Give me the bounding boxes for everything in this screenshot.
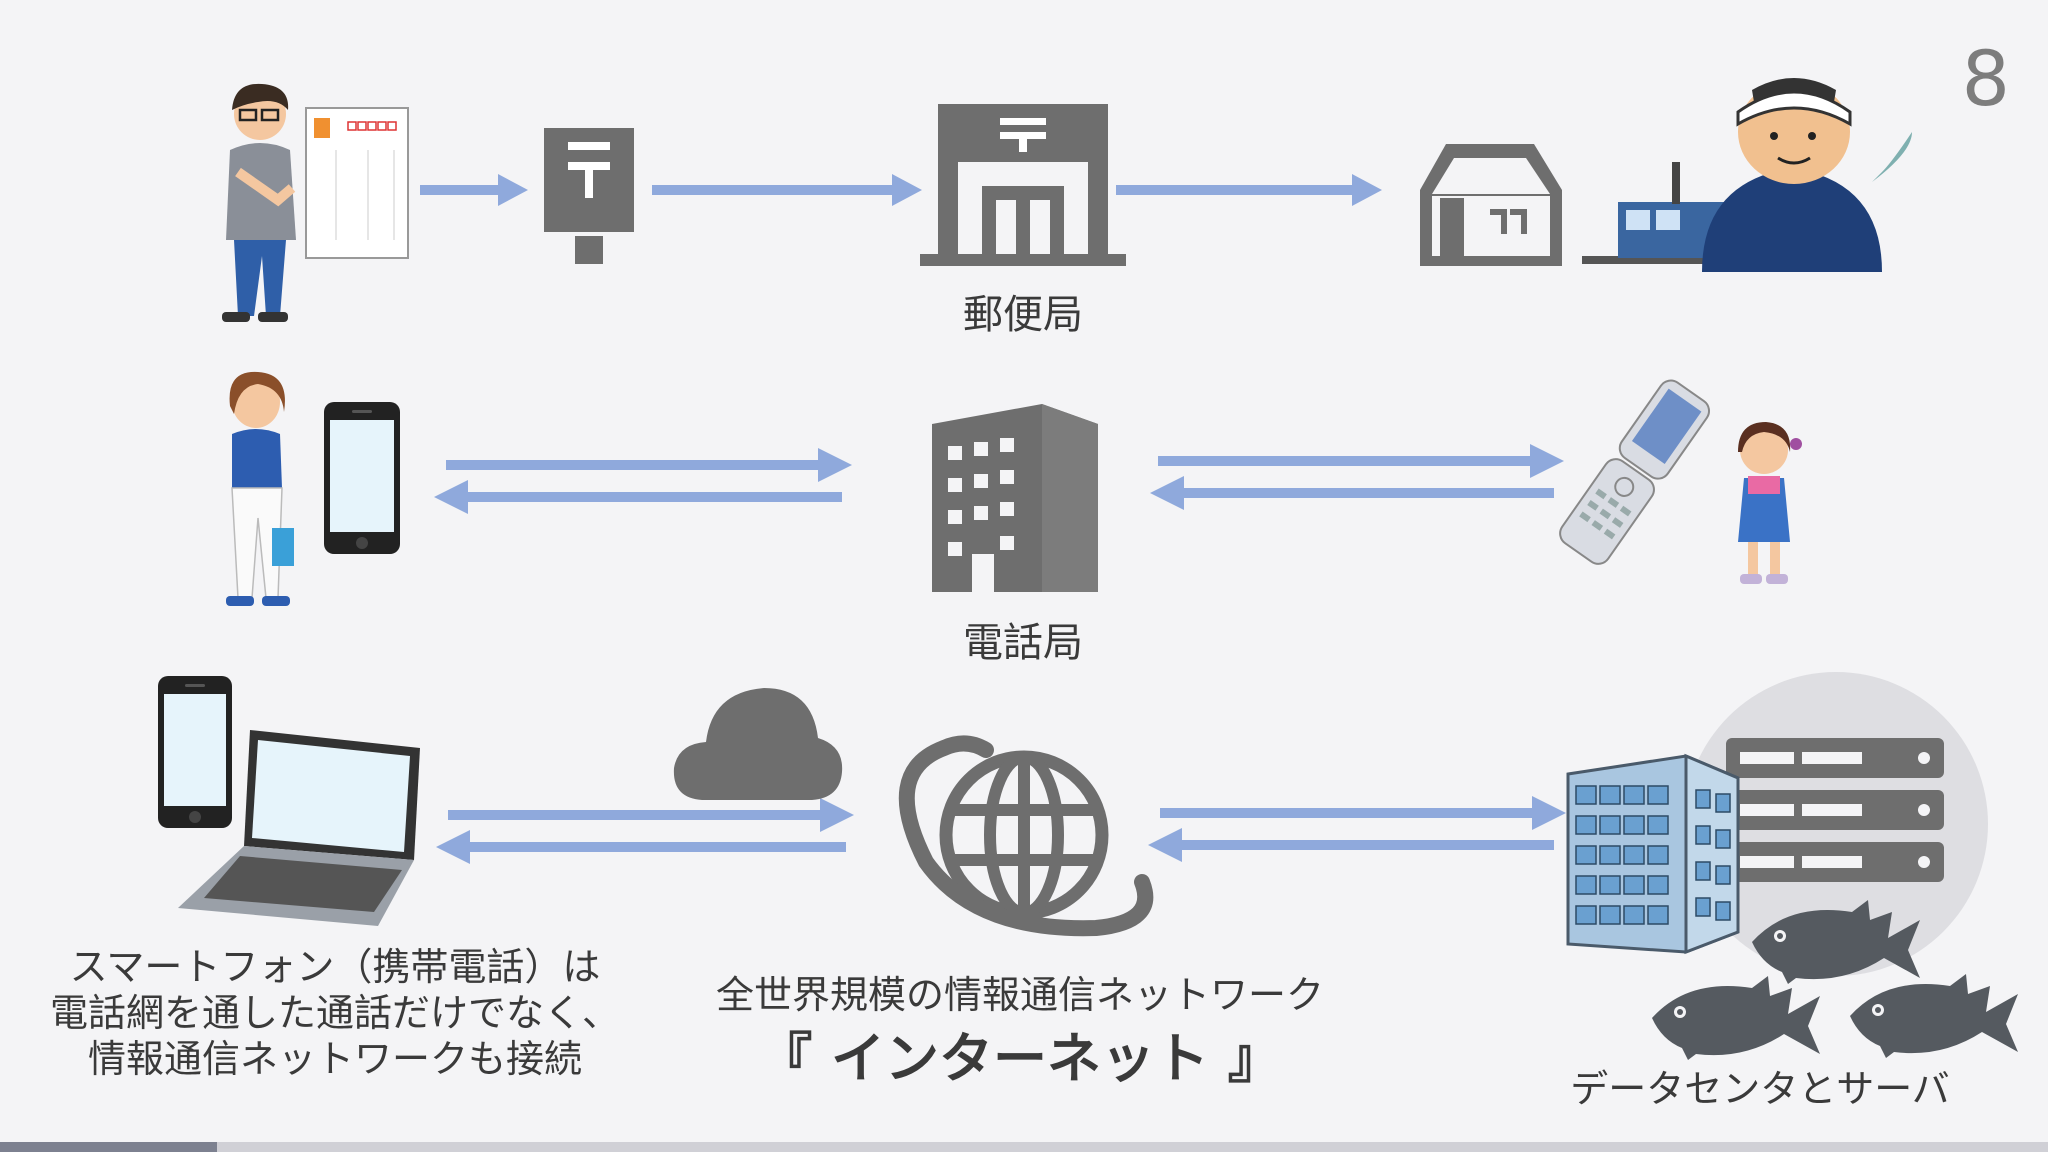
flip-phone-icon <box>1559 379 1711 565</box>
smartphone-caption-line-2: 電話網を通した通話だけでなく、 <box>49 991 620 1035</box>
internet-title: 『 インターネット 』 <box>758 1027 1282 1090</box>
arrows-bidirectional <box>1150 444 1564 510</box>
page-number: 8 <box>1961 34 2010 123</box>
arrows-bidirectional <box>436 798 854 864</box>
woman-icon <box>226 371 294 606</box>
post-office-label: 郵便局 <box>963 292 1083 338</box>
arrows-bidirectional <box>434 448 852 514</box>
building-icon <box>932 404 1098 592</box>
arrow-right <box>420 174 528 206</box>
progress-track <box>0 1142 2048 1152</box>
fish-icon <box>1752 900 1920 984</box>
smartphone-caption: スマートフォン（携帯電話）は 電話網を通した通話だけでなく、 情報通信ネットワー… <box>20 944 650 1082</box>
fish-icon <box>1652 976 1820 1060</box>
post-office-icon <box>920 104 1126 266</box>
fisherman-icon <box>1582 78 1912 272</box>
arrows-bidirectional <box>1148 796 1566 862</box>
internet-caption: 全世界規模の情報通信ネットワーク <box>715 973 1324 1017</box>
postbox-icon <box>544 128 634 264</box>
office-building-icon <box>1566 753 1740 955</box>
smartphone-caption-line-1: スマートフォン（携帯電話）は <box>69 945 601 989</box>
smartphone-icon <box>324 402 400 554</box>
arrow-right <box>1116 174 1382 206</box>
smartphone-icon <box>158 676 232 828</box>
smartphone-caption-line-3: 情報通信ネットワークも接続 <box>87 1037 582 1081</box>
globe-icon <box>898 735 1154 937</box>
server-icon <box>1726 738 1944 882</box>
laptop-icon <box>178 730 420 926</box>
cloud-icon <box>673 688 843 800</box>
progress-fill <box>0 1142 218 1152</box>
fish-icon <box>1850 974 2018 1058</box>
person-with-postcard-icon <box>222 83 409 322</box>
phone-office-label: 電話局 <box>963 620 1083 666</box>
arrow-right <box>652 174 922 206</box>
girl-icon <box>1738 422 1802 584</box>
datacenter-label: データセンタとサーバ <box>1570 1067 1950 1111</box>
house-icon <box>1420 144 1562 266</box>
